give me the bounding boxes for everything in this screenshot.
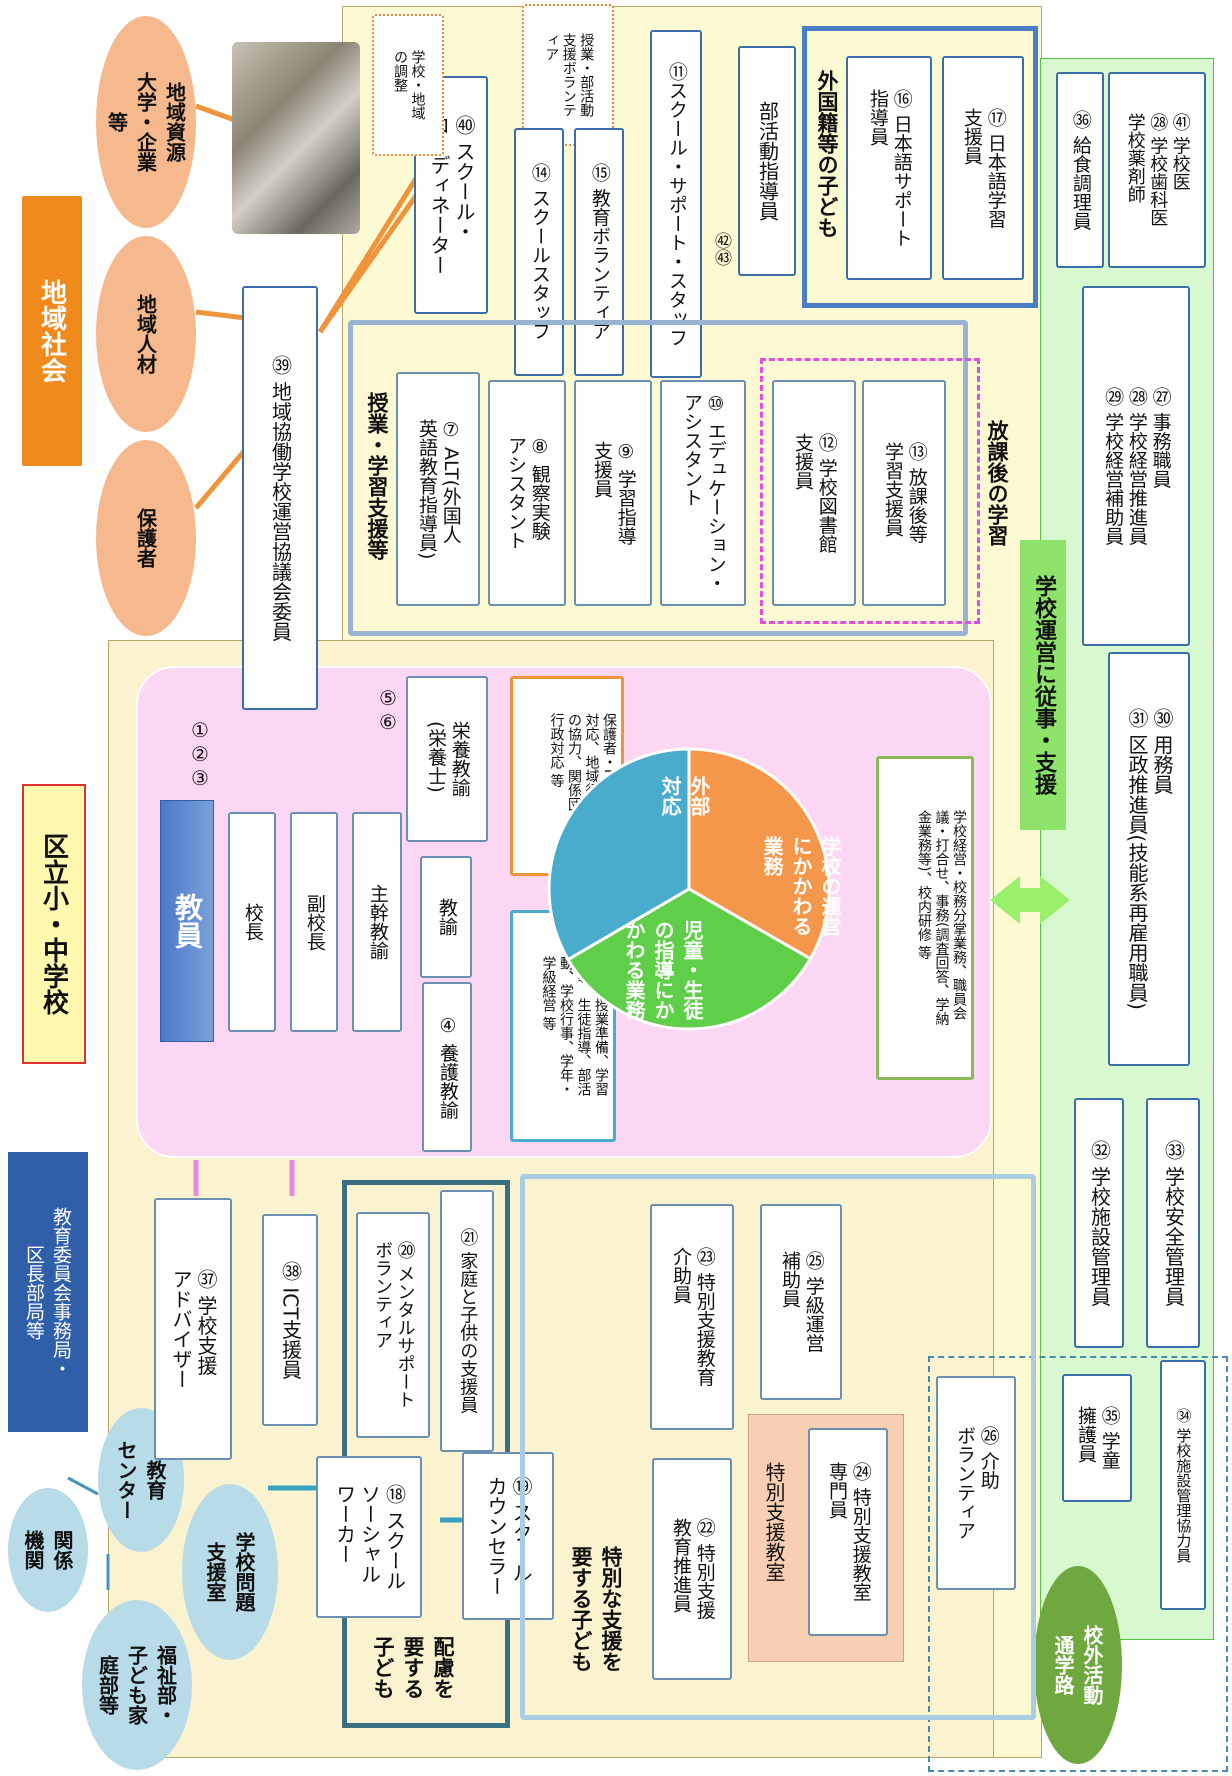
pie-slice-guidance [547, 747, 691, 962]
kogai-dashed-region [928, 1356, 1228, 1772]
label-4243: ㊷㊸ [711, 232, 731, 266]
box-kansatsu: ⑧ 観察実験 アシスタント [488, 380, 566, 606]
box-tokubetsu-senmon: ㉔ 特別支援教室 専門員 [808, 1428, 888, 1636]
frame-gaikoku [802, 26, 1038, 308]
duty-pie-chart [547, 747, 831, 1031]
pie-label-management: 学校の運営 にかかわる 業務 [760, 836, 842, 936]
box-shukan: 主幹教諭 [352, 812, 402, 1032]
box-school-adv: ㊲ 学校支援 アドバイザー [154, 1198, 232, 1460]
box-bukatsu: 部活動指導員 [738, 46, 796, 276]
box-tokubetsu-suishin: ㉒ 特別支援 教育推進員 [652, 1458, 732, 1680]
box-gakudo: ㉟ 学童 擁護員 [1062, 1374, 1132, 1502]
box-anzen-kanri: ㉝ 学校安全管理員 [1146, 1098, 1200, 1348]
kyoin-title: 教員 [160, 800, 214, 1042]
desc-management: 学校経営・校務分掌業務、職員会 議・打合せ、事務(調査回答、学納 金業務等)、校… [876, 756, 974, 1080]
box-yogo: ④ 養護教諭 [422, 982, 472, 1152]
box-kyoyu: 教諭 [420, 856, 472, 978]
box-nihongo-gakushu: ⑰ 日本語学習 支援員 [942, 56, 1024, 280]
box-shisetsu-kyoryoku: ㉞ 学校施設管理協力員 [1160, 1360, 1206, 1610]
box-mental: ⑳ メンタルサポート ボランティア [356, 1212, 430, 1438]
oval-hogosha: 保護者 [96, 440, 196, 636]
box-kyuushoku: ㊱ 給食調理員 [1056, 72, 1104, 268]
box-shisetsu-kanri: ㉜ 学校施設管理員 [1074, 1098, 1124, 1348]
oval-chiiki-jinzai: 地域人材 [96, 236, 196, 432]
oval-kogai: 校外活動 通学路 [1034, 1566, 1122, 1764]
box-toshokan: ⑫ 学校図書館 支援員 [772, 380, 856, 606]
oval-fukushi: 福祉部・ 子ども家 庭部等 [82, 1600, 192, 1770]
box-edu-assist: ⑩ エデュケーション・ アシスタント [660, 380, 746, 606]
oval-chiiki-shigen: 地域資源 大学・企業 等 [96, 16, 196, 228]
gaikoku-title: 外国籍等の子ども [815, 70, 839, 238]
note-volunteer: 授業・部活動 支援ボランテ ィア [522, 4, 614, 146]
box-eiyo: 栄養教諭 (栄養士) [406, 676, 488, 842]
box-sc: ⑲ スクール カウンセラー [462, 1452, 554, 1620]
label-123: ①②③ [188, 718, 212, 790]
note-coord: 学校・地域 の調整 [372, 14, 444, 156]
chiiki-shakai-title: 地域社会 [22, 196, 82, 466]
box-hokago-shien: ⑬ 放課後等 学習支援員 [862, 380, 946, 606]
box-kocho: 校長 [228, 812, 276, 1032]
box-kyoiku-vol: ⑮ 教育ボランティア [574, 128, 624, 376]
box-jimu: ㉗ 事務職員 ㉘ 学校経営推進員 ㉙ 学校経営補助員 [1082, 286, 1190, 646]
frame-jugyo [348, 320, 968, 636]
frame-tokubetsu [520, 1174, 1036, 1720]
meeting-photo [232, 42, 360, 234]
box-gakko-i: ㊶ 学校医 ㉘ 学校歯科医 学校薬剤師 [1108, 72, 1206, 268]
unei-title: 学校運営に従事・支援 [1020, 540, 1066, 830]
box-nihongo-support: ⑯ 日本語サポート 指導員 [846, 56, 932, 280]
pie-label-external: 外部 対応 [658, 776, 711, 816]
box-chiiki-kyodo: ㊴ 地域協働学校運営協議会委員 [242, 286, 318, 710]
pie-slice-management [565, 887, 813, 1031]
box-yomu: ㉚ 用務員 ㉛ 区政推進員(技能系再雇用職員) [1108, 652, 1190, 1066]
hairyo-title: 配慮を 要する 子ども [371, 1636, 455, 1699]
box-ict: ㊳ ICT支援員 [262, 1214, 318, 1426]
box-fukukocho: 副校長 [290, 812, 338, 1032]
label-56: ⑤⑥ [376, 686, 400, 734]
kyoiku-iinkai-title: 教育委員会事務局・ 区長部局等 [8, 1152, 88, 1432]
kuritsu-title: 区立小・中学校 [22, 784, 86, 1064]
pie-label-guidance: 児童・生徒 の指導にか かわる業務 [622, 920, 704, 1020]
pie-slice-external [687, 747, 831, 961]
tokubetsu-title: 特別な支援を 要する子ども [569, 1546, 623, 1672]
unei-arrow [990, 876, 1070, 924]
oval-gakko-mondai: 学校問題 支援室 [182, 1484, 278, 1660]
box-gakushu-shido: ⑨ 学習指導 支援員 [574, 380, 652, 606]
jugyo-title: 授業・学習支援等 [365, 392, 389, 560]
box-gakkyu-unei: ㉕ 学級運営 補助員 [760, 1204, 842, 1400]
hokago-title: 放課後の学習 [985, 420, 1009, 546]
box-kaijo-vol: ㉖ 介助 ボランティア [936, 1376, 1016, 1590]
box-alt: ⑦ ALT(外国人 英語教育指導員) [396, 372, 480, 606]
box-ssw: ⑱ スクール ソーシャル ワーカー [316, 1456, 422, 1618]
box-katei: ㉑ 家庭と子供の支援員 [440, 1190, 494, 1452]
box-tokubetsu-kaijo: ㉓ 特別支援教育 介助員 [650, 1204, 734, 1430]
tokubetsu-kyoshitsu-title: 特別支援教室 [762, 1462, 786, 1582]
box-school-staff: ⑭ スクールスタッフ [514, 128, 564, 376]
frame-hokago [760, 358, 980, 624]
oval-kankei-kikan: 関係 機関 [8, 1488, 88, 1612]
